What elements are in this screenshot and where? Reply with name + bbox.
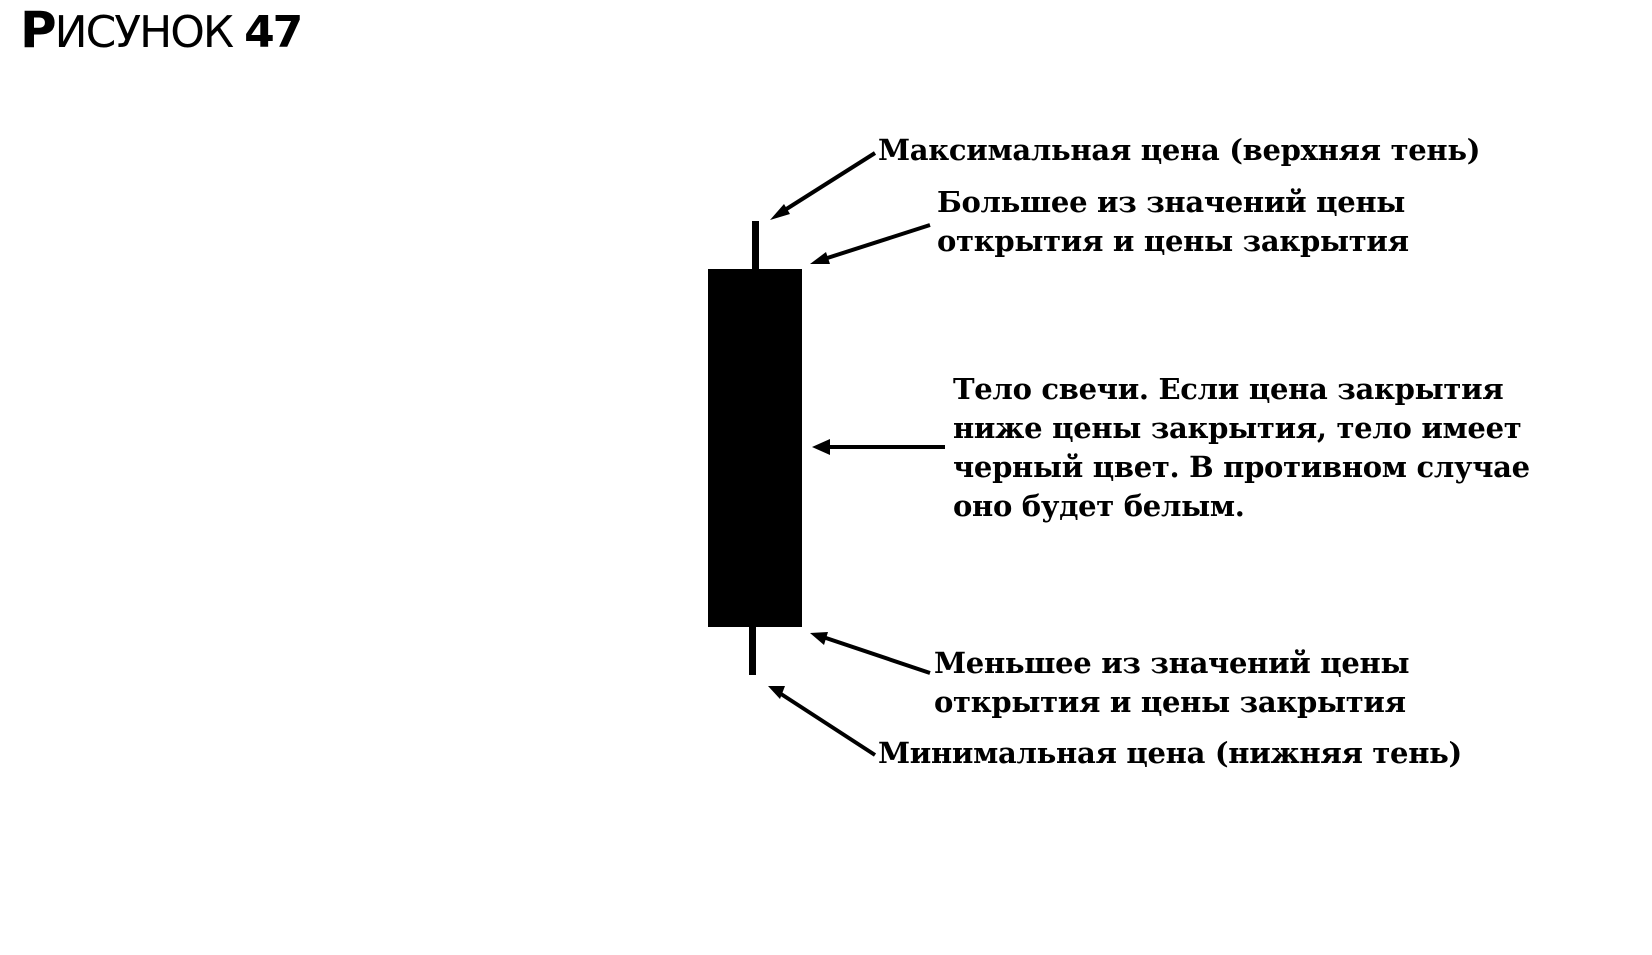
label-body-bottom-line1: Меньшее из значений цены <box>934 646 1410 680</box>
arrow-high <box>770 151 877 220</box>
label-body-line2: ниже цены закрытия, тело имеет <box>953 411 1522 445</box>
label-low: Минимальная цена (нижняя тень) <box>878 734 1462 773</box>
arrow-body-top <box>810 223 931 264</box>
label-high: Максимальная цена (верхняя тень) <box>878 131 1480 170</box>
label-body-line1: Тело свечи. Если цена закрытия <box>953 372 1504 406</box>
label-body-top: Большее из значений цены открытия и цены… <box>937 183 1409 261</box>
label-body-top-line2: открытия и цены закрытия <box>937 224 1409 258</box>
figure-title-lead: Р <box>20 1 57 59</box>
label-body-top-line1: Большее из значений цены <box>937 185 1406 219</box>
label-body-line3: черный цвет. В противном случае <box>953 450 1530 484</box>
lower-shadow <box>749 627 756 675</box>
label-low-text: Минимальная цена (нижняя тень) <box>878 736 1462 770</box>
label-body-bottom: Меньшее из значений цены открытия и цены… <box>934 644 1410 722</box>
label-high-text: Максимальная цена (верхняя тень) <box>878 133 1481 167</box>
figure-number: 47 <box>244 7 303 58</box>
figure-title: РИСУНОК 47 <box>20 1 303 61</box>
label-body: Тело свечи. Если цена закрытия ниже цены… <box>953 370 1530 526</box>
arrow-body-bottom <box>810 632 931 675</box>
upper-shadow <box>752 221 759 269</box>
label-body-line4: оно будет белым. <box>953 489 1245 523</box>
label-body-bottom-line2: открытия и цены закрытия <box>934 685 1406 719</box>
figure-title-rest: ИСУНОК <box>54 7 234 58</box>
arrow-low <box>768 686 877 757</box>
arrow-body <box>812 439 945 455</box>
candle-body <box>708 269 802 627</box>
